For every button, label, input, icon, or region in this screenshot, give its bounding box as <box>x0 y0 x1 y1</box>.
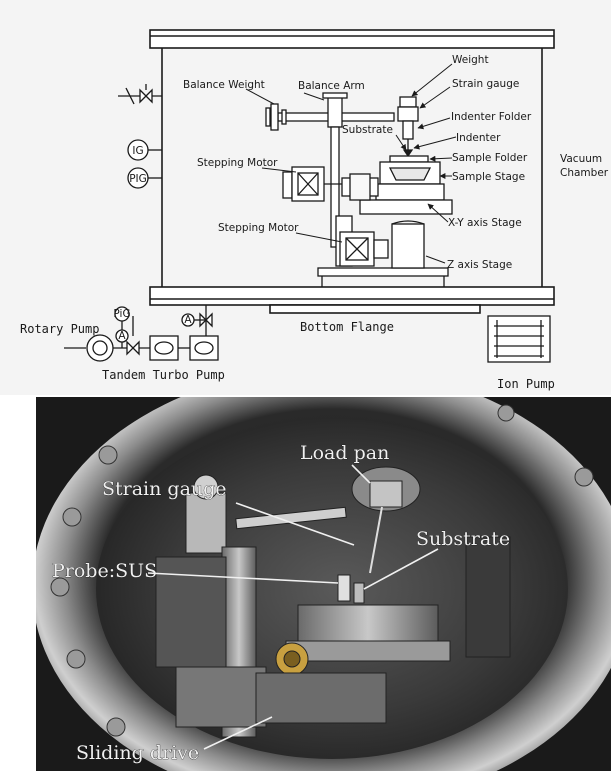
chamber-photograph: Load pan Strain gauge Substrate Probe:SU… <box>36 397 611 771</box>
strain-gauge <box>398 107 418 121</box>
label-stepping-motor-upper: Stepping Motor <box>197 157 278 169</box>
turbo-pump-1 <box>150 336 178 360</box>
bottom-flange <box>270 305 480 313</box>
indenter-folder <box>403 121 413 139</box>
label-stepping-motor-lower: Stepping Motor <box>218 222 299 234</box>
gauge-a-label-1: A <box>118 330 126 342</box>
turbo-pump-2 <box>190 336 218 360</box>
label-sample-folder: Sample Folder <box>452 152 528 164</box>
photo-label-probe: Probe:SUS <box>52 560 157 582</box>
sample-stage <box>342 156 452 214</box>
photo-label-load-pan: Load pan <box>300 442 389 464</box>
pig-gauge-label: PiG <box>113 308 130 320</box>
label-substrate: Substrate <box>342 124 393 136</box>
indenter <box>404 150 412 156</box>
ion-pump <box>488 316 550 362</box>
z-stage <box>392 224 424 268</box>
label-balance-arm: Balance Arm <box>298 80 365 92</box>
sample-folder <box>390 156 428 162</box>
label-ion-pump: Ion Pump <box>497 377 555 391</box>
balance-weight <box>271 104 278 130</box>
label-strain-gauge: Strain gauge <box>452 78 519 90</box>
label-balance-weight: Balance Weight <box>183 79 265 91</box>
photo-label-sliding-drive: Sliding drive <box>76 742 199 764</box>
ig-label: IG <box>132 145 143 157</box>
label-tandem-turbo-pump: Tandem Turbo Pump <box>102 368 225 382</box>
photo-label-substrate: Substrate <box>416 528 510 550</box>
label-vacuum-chamber: Vacuum Chamber <box>560 153 609 179</box>
indenter-assembly <box>398 97 418 156</box>
gauge-a-label-2: A <box>184 314 192 326</box>
label-z-stage: Z axis Stage <box>447 259 512 271</box>
apparatus-schematic: IG PIG <box>0 0 611 395</box>
label-indenter: Indenter <box>456 132 501 144</box>
photo-label-strain-gauge: Strain gauge <box>102 478 227 500</box>
weight <box>400 97 416 107</box>
label-rotary-pump: Rotary Pump <box>20 322 99 336</box>
rotary-pump <box>87 335 113 361</box>
label-weight: Weight <box>452 54 489 66</box>
label-bottom-flange: Bottom Flange <box>300 320 394 334</box>
pig-label: PIG <box>129 173 147 185</box>
label-xy-stage: X-Y axis Stage <box>448 217 522 229</box>
label-sample-stage: Sample Stage <box>452 171 525 183</box>
xy-stage <box>376 184 444 200</box>
label-indenter-folder: Indenter Folder <box>451 111 532 123</box>
